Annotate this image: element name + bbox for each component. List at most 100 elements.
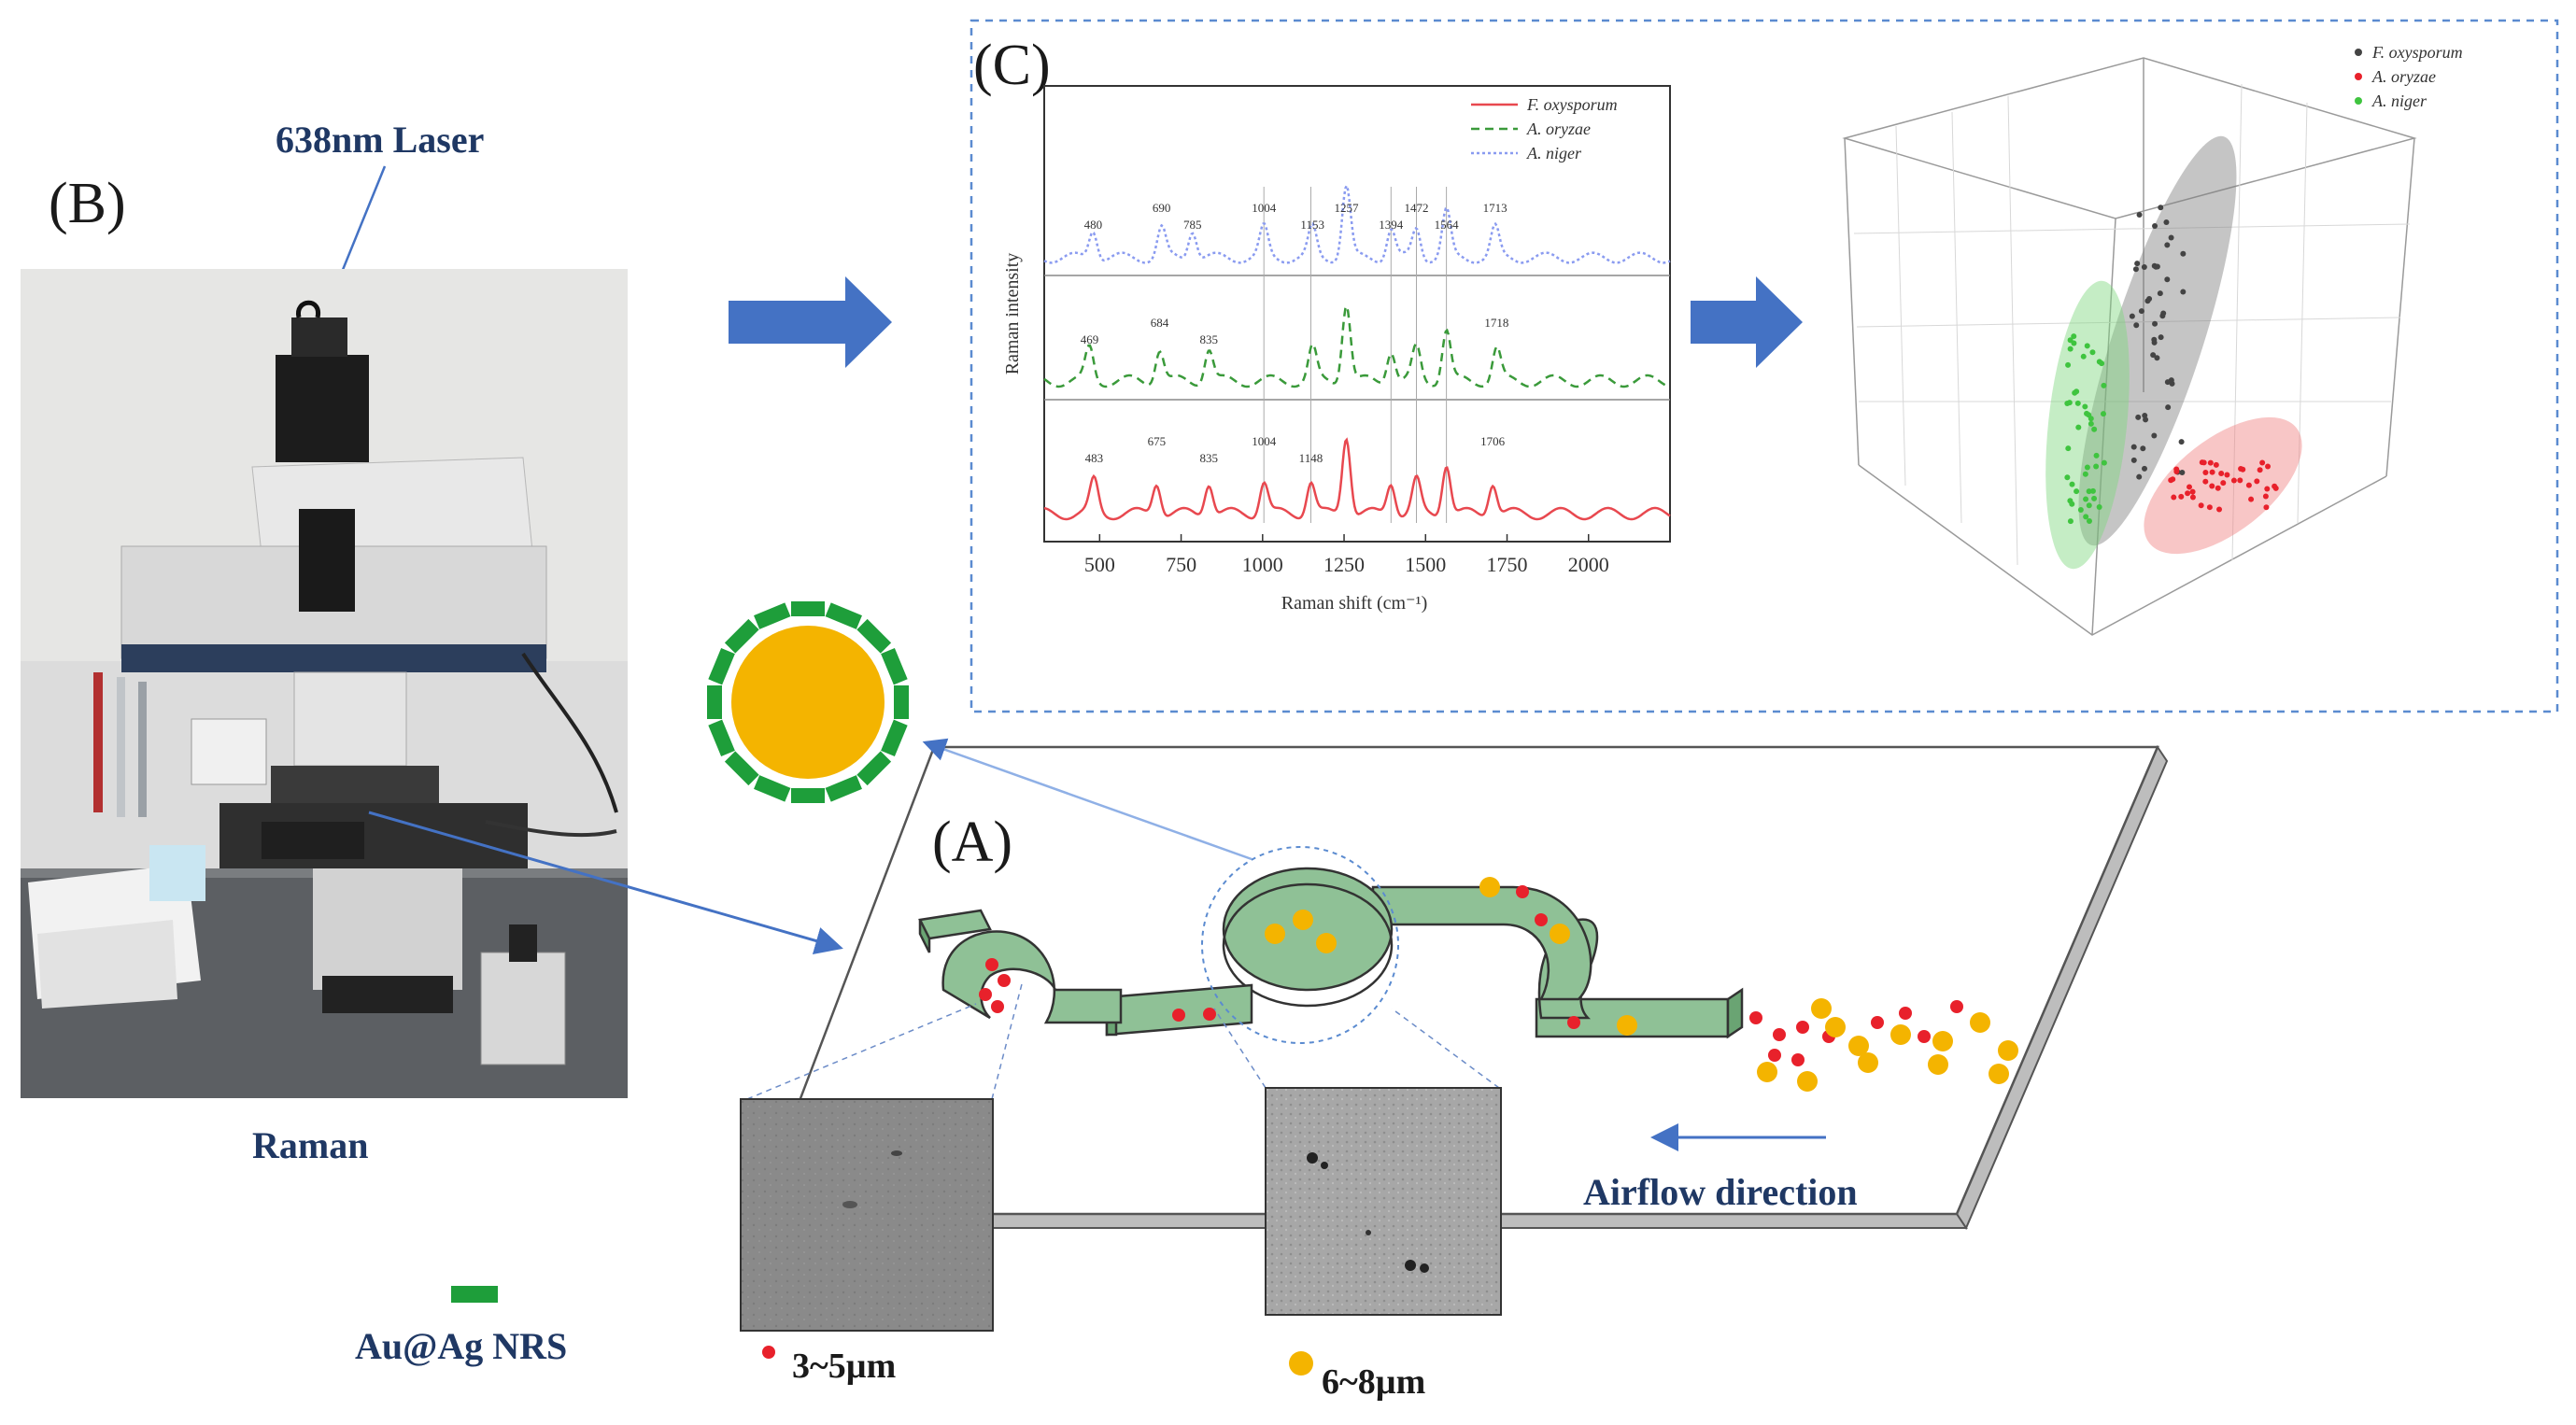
nrs-rod <box>708 648 735 685</box>
pca-point <box>2072 389 2078 396</box>
raman-label: Raman <box>252 1124 368 1166</box>
x-tick-label: 1750 <box>1487 553 1528 576</box>
peak-label: 1153 <box>1300 218 1324 232</box>
pca-point <box>2151 432 2158 439</box>
small-particle <box>1791 1053 1805 1066</box>
peak-label: 1394 <box>1379 218 1404 232</box>
pca-legend-marker <box>2355 73 2362 80</box>
incoming-particles <box>1749 998 2018 1092</box>
peak-label: 690 <box>1153 201 1171 215</box>
peak-labels-group: 4836758351004114817064696848351718480690… <box>1081 201 1509 465</box>
pca-point <box>2198 502 2204 509</box>
pca-point <box>2091 495 2098 501</box>
spectra-series-group <box>1043 182 1671 521</box>
peak-label: 1004 <box>1252 434 1277 448</box>
pca-point <box>2179 469 2186 475</box>
pca-point <box>2237 477 2243 484</box>
pca-point <box>2206 504 2213 511</box>
nrs-rod <box>754 602 791 629</box>
pca-point <box>2067 337 2074 344</box>
peak-label: 1004 <box>1252 201 1277 215</box>
pca-point <box>2074 488 2080 495</box>
pca-point <box>2180 289 2187 295</box>
large-particle <box>1293 910 1313 930</box>
small-particle <box>1172 1009 1185 1022</box>
peak-label: 835 <box>1199 332 1218 346</box>
arrow-b-to-c <box>729 276 892 368</box>
y-axis-title: Raman intensity <box>1002 253 1023 375</box>
nrs-rod <box>856 751 892 786</box>
pca-legend-entry: F. oxysporum <box>2371 43 2463 62</box>
raman-microscope-photo <box>21 269 628 1098</box>
pca-point <box>2101 382 2107 388</box>
pca-point <box>2096 359 2102 365</box>
peak-label: 785 <box>1183 218 1202 232</box>
pca-point <box>2093 452 2100 459</box>
pca-point <box>2189 488 2196 495</box>
panel-c-frame <box>970 19 2559 713</box>
pca-point <box>2168 234 2174 241</box>
pca-point <box>2132 266 2139 273</box>
pca-point <box>2216 506 2223 513</box>
legend-entry: A. oryzae <box>1526 120 1591 138</box>
nrs-rod <box>724 751 759 786</box>
nrs-coated-particle <box>707 601 909 803</box>
pca-point <box>2173 468 2180 474</box>
peak-label: 1713 <box>1483 201 1507 215</box>
spectrum-line <box>1043 437 1671 521</box>
small-particle <box>1203 1008 1216 1021</box>
pca-point <box>2144 298 2151 304</box>
pca-point <box>2171 494 2177 501</box>
pca-point <box>2209 469 2215 475</box>
large-particle <box>1550 924 1570 944</box>
large-particle <box>1928 1054 1948 1075</box>
pca-point <box>2164 276 2171 283</box>
pca-point <box>2069 481 2075 487</box>
small-particle-legend-dot <box>762 1346 775 1359</box>
pca-point <box>2180 250 2187 257</box>
pca-point <box>2089 487 2096 494</box>
pca-point <box>2150 352 2157 359</box>
small-particle <box>1899 1007 1912 1020</box>
pca-point <box>2272 483 2278 489</box>
small-particle <box>998 974 1011 987</box>
nrs-rod <box>856 618 892 654</box>
x-tick-label: 1000 <box>1242 553 1283 576</box>
pca-axes-box <box>1842 57 2417 636</box>
nrs-rod <box>894 685 909 719</box>
nrs-rod <box>881 719 908 756</box>
pca-point <box>2168 477 2174 484</box>
cluster-ellipse-green <box>2045 280 2130 570</box>
pca-point <box>2064 474 2071 481</box>
small-particle <box>991 1000 1004 1013</box>
pca-point <box>2263 504 2270 511</box>
arrow-spectra-to-pca <box>1691 276 1803 368</box>
nrs-rod <box>825 602 862 629</box>
pca-point <box>2067 518 2074 525</box>
pca-point <box>2257 467 2263 473</box>
pca-point <box>2075 424 2082 430</box>
pca-point <box>2262 493 2269 500</box>
nrs-rod <box>791 788 825 803</box>
small-particle <box>979 988 992 1001</box>
pca-point <box>2140 445 2146 452</box>
pca-point <box>2215 485 2221 491</box>
pca-point <box>2084 343 2090 349</box>
pca-point <box>2129 313 2135 319</box>
pca-point <box>2067 346 2074 352</box>
large-particle <box>1265 924 1285 944</box>
pca-point <box>2086 412 2092 418</box>
nrs-rod <box>724 618 759 654</box>
nrs-label: Au@Ag NRS <box>355 1325 567 1367</box>
large-particle <box>1617 1015 1637 1036</box>
pca-point <box>2158 205 2164 211</box>
pca-point <box>2152 320 2158 327</box>
small-particle <box>1567 1016 1580 1029</box>
small-particle <box>985 958 998 971</box>
airflow-label: Airflow direction <box>1583 1171 1858 1213</box>
pca-point <box>2135 414 2142 420</box>
sem-image-small-particles <box>740 980 1024 1332</box>
pca-point <box>2165 404 2172 411</box>
